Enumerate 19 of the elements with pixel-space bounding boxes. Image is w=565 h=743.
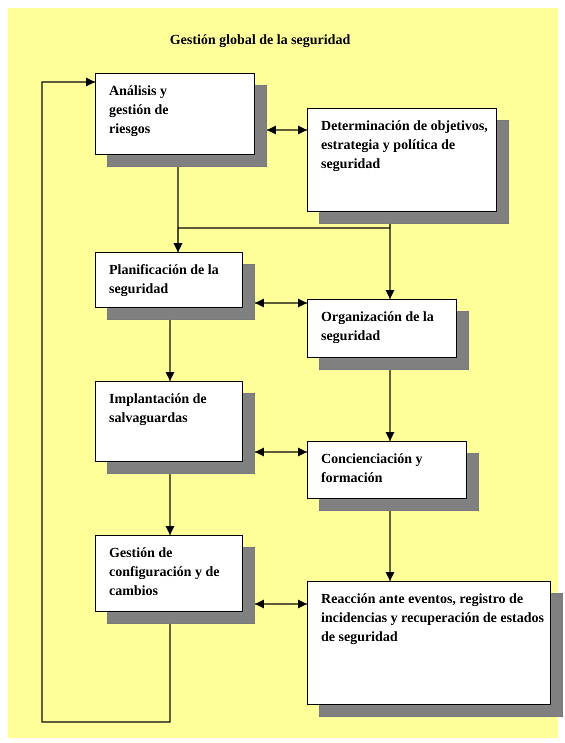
arrow xyxy=(267,126,307,134)
box-label: Reacción ante eventos, registro de incidencias y recuperación de estados de seguridad xyxy=(321,591,545,647)
box-label: Implantación de salvaguardas xyxy=(109,391,208,428)
arrow xyxy=(386,224,394,299)
box-label: Concienciación y formación xyxy=(321,451,424,488)
arrow xyxy=(166,320,174,381)
box-label: Gestión de configuración y de cambios xyxy=(109,545,220,601)
box-label: Organización de la seguridad xyxy=(321,309,435,346)
diagram-title: Gestión global de la seguridad xyxy=(168,32,352,50)
arrow xyxy=(255,298,307,308)
box-label: Determinación de objetivos, estrategia y política de seguridad xyxy=(321,118,489,174)
box-label: Análisis y gestión de riesgos xyxy=(109,83,170,139)
arrow xyxy=(166,474,174,535)
arrow xyxy=(386,370,394,441)
arrow xyxy=(255,448,307,456)
box-label: Planificación de la seguridad xyxy=(109,262,220,299)
arrow xyxy=(41,78,171,723)
arrow xyxy=(386,511,394,581)
arrow xyxy=(255,600,307,608)
